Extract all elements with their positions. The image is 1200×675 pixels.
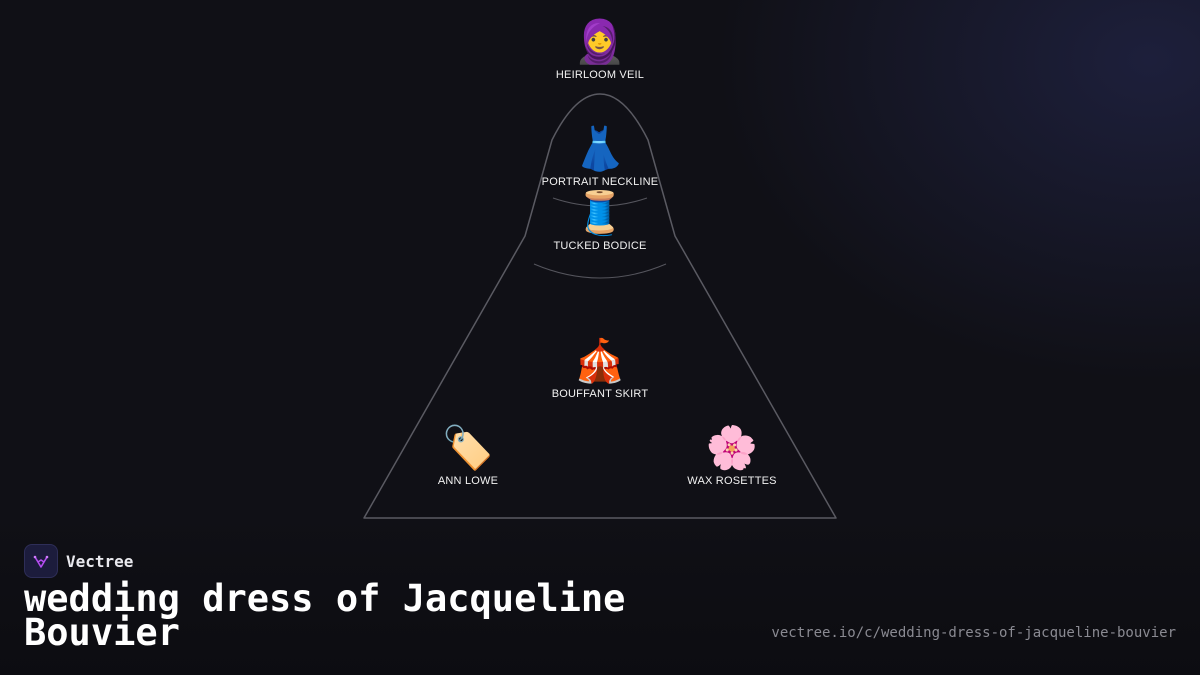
- node-label: PORTRAIT NECKLINE: [541, 176, 659, 188]
- node-wax-rosettes[interactable]: 🌸 WAX ROSETTES: [622, 423, 842, 488]
- dress-silhouette-outline: [363, 93, 837, 519]
- node-portrait-neckline[interactable]: 👗 PORTRAIT NECKLINE: [490, 124, 710, 189]
- page-url[interactable]: vectree.io/c/wedding-dress-of-jacqueline…: [771, 625, 1176, 641]
- dress-icon: 👗: [573, 124, 627, 173]
- node-heirloom-veil[interactable]: 🧕 HEIRLOOM VEIL: [490, 17, 710, 82]
- skirt-seam-line: [533, 263, 667, 279]
- page-title: wedding dress of Jacqueline Bouvier: [24, 577, 626, 654]
- bride-with-veil-icon: 🧕: [573, 17, 627, 66]
- vectree-logo-icon: [24, 544, 58, 578]
- label-tag-icon: 🏷️: [441, 423, 495, 472]
- thread-spool-icon: 🧵: [573, 188, 627, 237]
- waist-seam-line: [552, 197, 648, 207]
- brand-name: Vectree: [66, 551, 134, 571]
- node-label: ANN LOWE: [437, 475, 499, 487]
- node-tucked-bodice[interactable]: 🧵 TUCKED BODICE: [490, 188, 710, 253]
- node-ann-lowe[interactable]: 🏷️ ANN LOWE: [358, 423, 578, 488]
- node-bouffant-skirt[interactable]: 🎪 BOUFFANT SKIRT: [490, 336, 710, 401]
- node-label: BOUFFANT SKIRT: [551, 388, 649, 400]
- circus-tent-icon: 🎪: [573, 336, 627, 385]
- node-label: HEIRLOOM VEIL: [555, 69, 645, 81]
- cherry-blossom-icon: 🌸: [705, 423, 759, 472]
- node-label: WAX ROSETTES: [687, 475, 777, 487]
- brand[interactable]: Vectree: [24, 544, 133, 578]
- node-label: TUCKED BODICE: [553, 240, 647, 252]
